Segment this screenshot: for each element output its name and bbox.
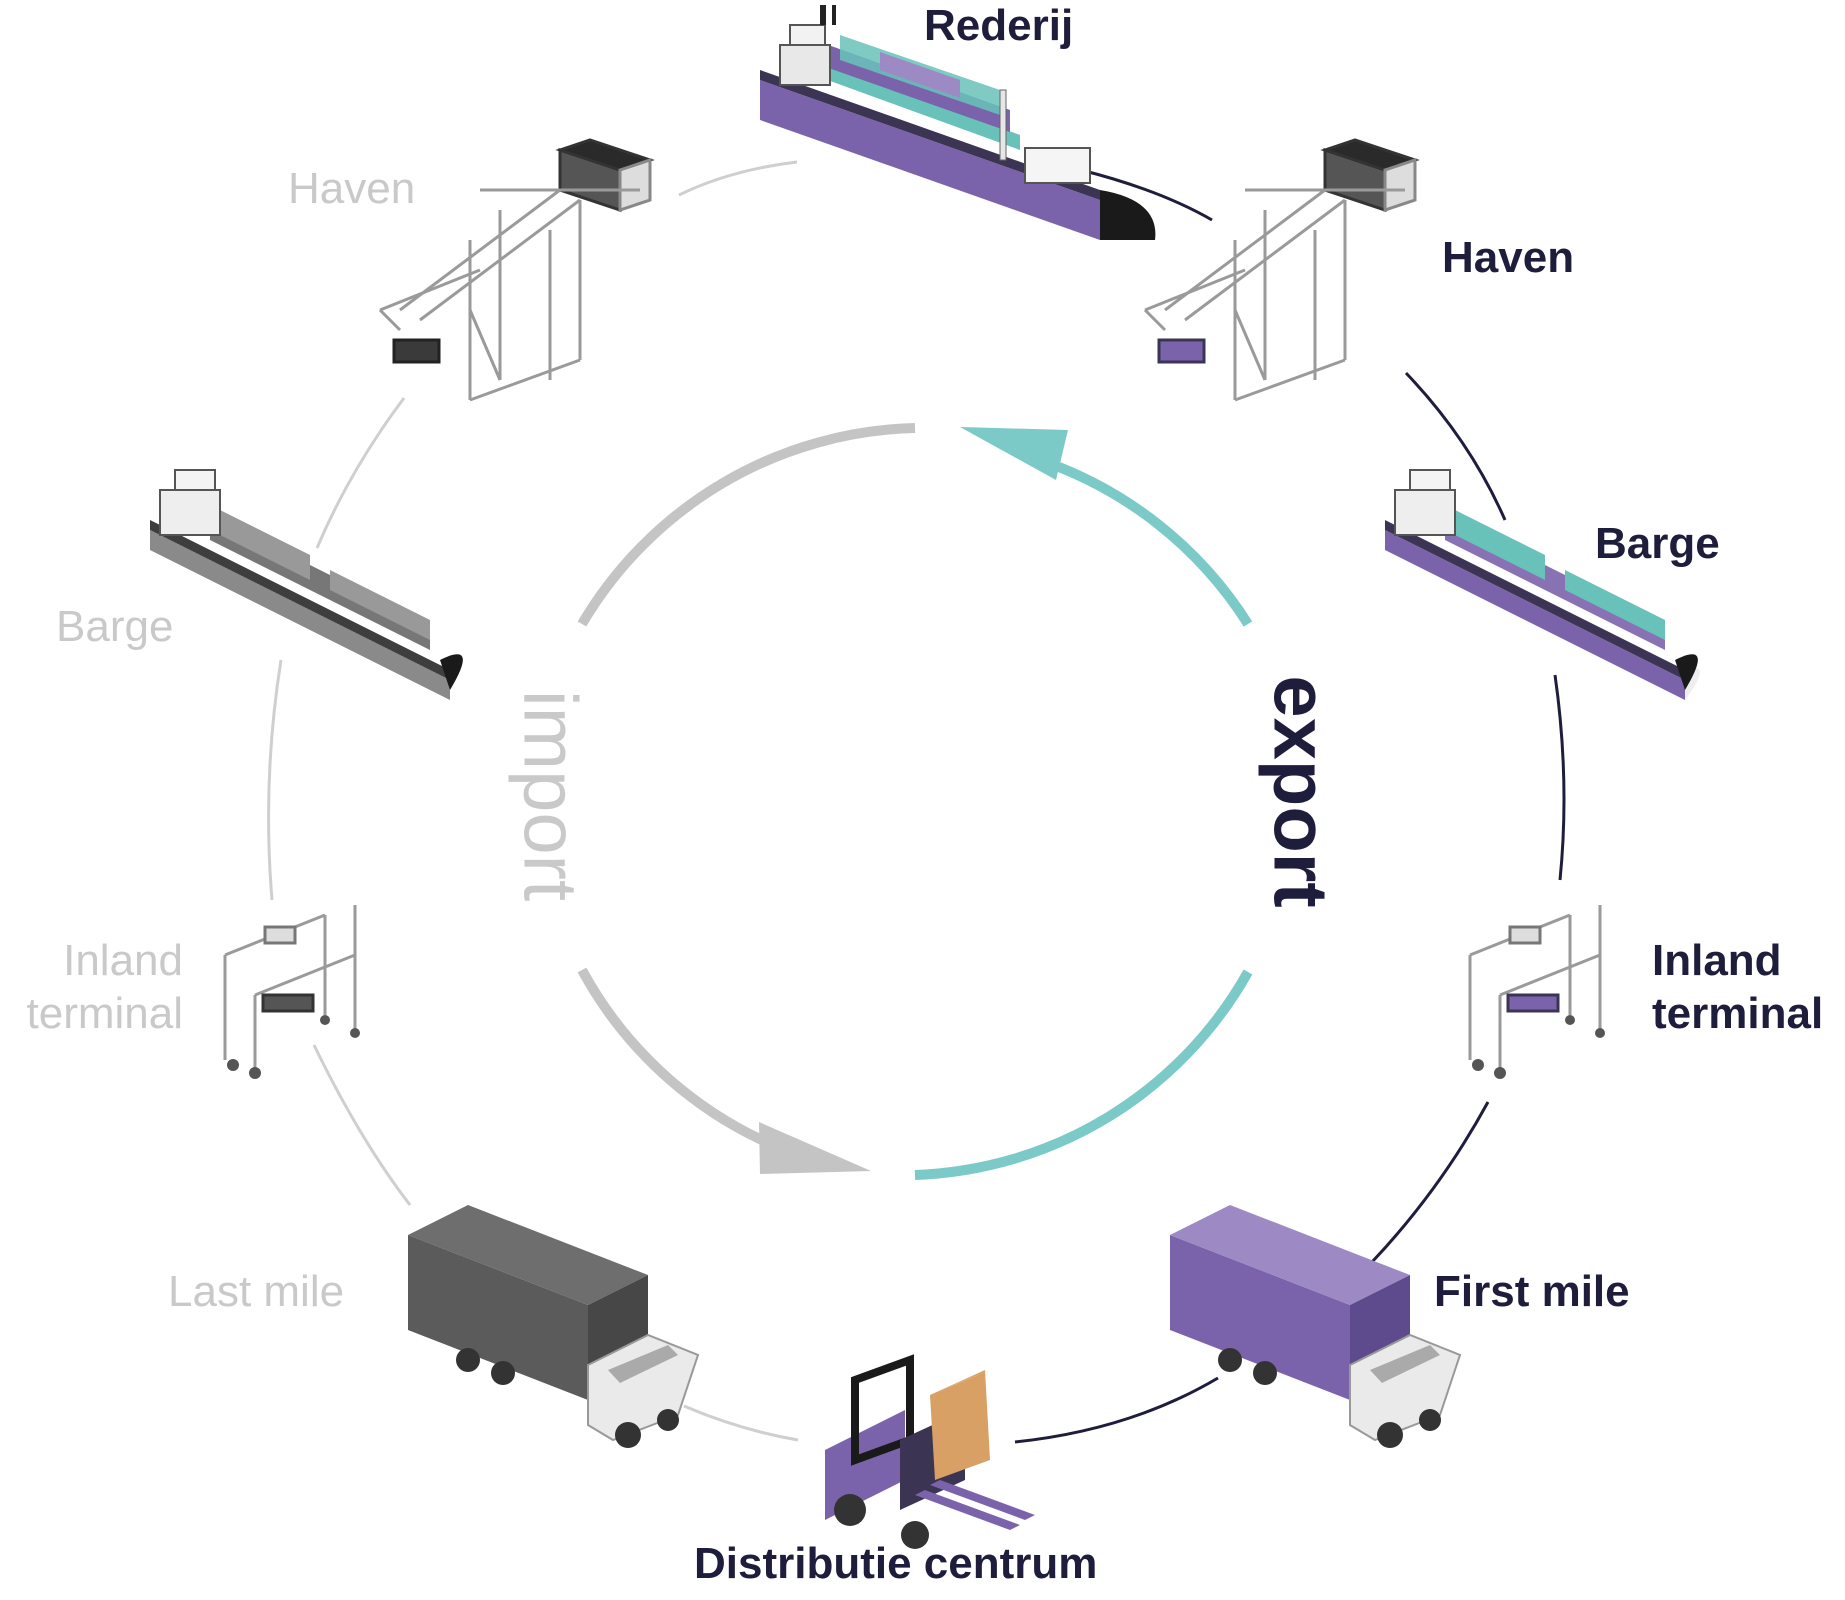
connector-haven-barge-import <box>315 397 406 549</box>
container-truck-icon <box>408 1205 700 1448</box>
label-haven-export: Haven <box>1442 233 1575 282</box>
label-inland-export-line2: terminal <box>1652 988 1824 1038</box>
label-inland-import-line1: Inland <box>63 936 183 985</box>
export-cycle-arrow <box>914 427 1253 1180</box>
label-haven-import: Haven <box>288 164 416 213</box>
export-arrowhead <box>960 427 1068 480</box>
barge-ship-icon <box>150 469 463 700</box>
forklift-icon <box>825 1354 1035 1549</box>
connector-firstmile-dc <box>1014 1376 1219 1444</box>
connector-inland-firstmile <box>1370 1101 1490 1264</box>
gantry-crane-icon <box>1143 138 1420 402</box>
connector-barge-inland <box>1553 674 1566 881</box>
connector-rederij-haven-import <box>678 160 798 197</box>
label-inland-terminal-export: Inland terminal <box>1652 935 1823 1041</box>
label-inland-import-line2: terminal <box>26 988 184 1038</box>
label-export: export <box>1257 675 1343 908</box>
connector-rederij-haven <box>1080 168 1213 222</box>
straddle-crane-icon <box>1468 905 1605 1079</box>
label-import: import <box>507 689 593 902</box>
container-truck-icon <box>1170 1205 1462 1448</box>
label-inland-terminal-import: Inland terminal <box>27 935 184 1041</box>
label-last-mile: Last mile <box>168 1267 345 1316</box>
straddle-crane-icon <box>223 905 360 1079</box>
import-arrowhead <box>759 1122 871 1174</box>
import-arc-top <box>577 423 916 627</box>
export-arc-top <box>1038 455 1253 627</box>
connector-barge-inland-import <box>267 659 283 901</box>
import-connectors <box>267 160 799 1442</box>
label-barge-import: Barge <box>56 602 174 651</box>
label-rederij: Rederij <box>924 1 1074 50</box>
barge-ship-icon <box>1385 469 1700 700</box>
label-inland-export-line1: Inland <box>1652 936 1782 985</box>
label-barge-export: Barge <box>1595 519 1720 568</box>
connector-lastmile-dc-import <box>683 1404 799 1442</box>
export-connectors <box>1014 168 1566 1444</box>
label-distributie-centrum: Distributie centrum <box>694 1539 1098 1588</box>
import-arc-bottom <box>577 967 792 1157</box>
connector-haven-barge <box>1404 371 1507 521</box>
export-arc-bottom <box>914 969 1253 1180</box>
label-first-mile: First mile <box>1434 1267 1630 1316</box>
gantry-crane-icon <box>378 138 655 402</box>
import-cycle-arrow <box>577 423 916 1174</box>
container-ship-icon <box>760 5 1156 240</box>
connector-inland-lastmile-import <box>312 1044 412 1206</box>
